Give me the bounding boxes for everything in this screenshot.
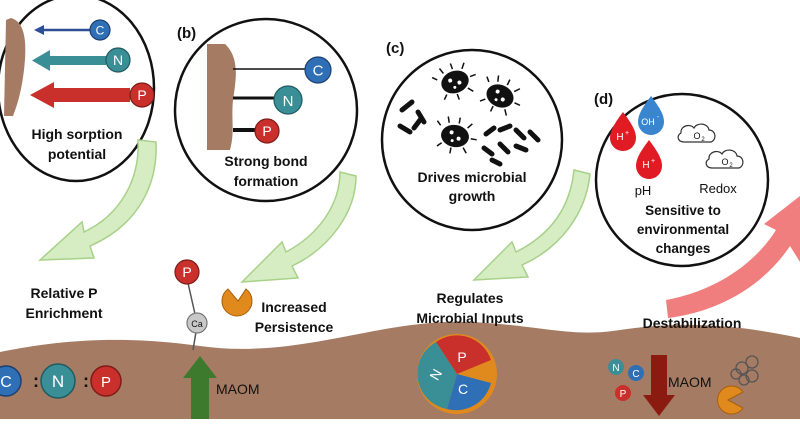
bacteria-rods-icon (397, 99, 541, 167)
calcium-label: Ca (191, 319, 203, 329)
carbon-atom (89, 19, 111, 41)
panel-c-caption-2: growth (449, 188, 496, 204)
panel-c-caption-1: Drives microbial (418, 169, 527, 185)
microbe-icon (431, 62, 476, 101)
maom-label-down: MAOM (668, 374, 712, 390)
h-ion-sup-2: + (651, 158, 655, 165)
oh-ion-label: OH (641, 117, 655, 127)
h-ion-drop-icon-2 (636, 140, 662, 179)
pie-c-label: C (458, 381, 468, 397)
panel-a: C N P High sorption potential (0, 0, 156, 183)
element-label-n-b: N (283, 93, 294, 110)
panel-b-caption-1: Strong bond (224, 153, 307, 169)
panel-d-caption-1: Sensitive to (645, 203, 721, 218)
ph-label: pH (635, 183, 652, 198)
panel-d: (d) H + OH - H + pH O 2 O 2 Redox Sensit… (594, 91, 770, 268)
green-arrow-b (240, 171, 357, 283)
oh-ion-sup: - (657, 114, 660, 121)
dissolving-cloud-icon (730, 355, 759, 386)
h-ion-label: H (616, 132, 623, 143)
cnp-ratio: C : N : P (0, 363, 122, 399)
panel-b-letter: (b) (177, 25, 196, 42)
h-ion-sup: + (625, 130, 629, 137)
h-ion-drop-icon (610, 112, 636, 151)
element-label-p-b: P (262, 123, 271, 139)
destab-atoms: N C P (608, 359, 644, 401)
relative-p-label-2: Enrichment (25, 305, 102, 321)
maom-up-arrow (183, 356, 217, 419)
panel-d-letter: (d) (594, 91, 613, 108)
ratio-p: P (101, 374, 111, 391)
regulates-label-2: Microbial Inputs (416, 310, 524, 326)
o2-cloud-icon (677, 123, 716, 143)
o2-label: O (693, 131, 700, 141)
panel-a-caption-2: potential (48, 146, 106, 162)
microbial-pie: P C N (417, 334, 497, 414)
h-ion-label-2: H (642, 160, 649, 171)
persistence-molecule: P Ca (174, 259, 253, 351)
phosphorus-atom-b (254, 118, 280, 144)
destab-c: C (632, 369, 639, 380)
o2-sub-2: 2 (729, 163, 733, 169)
carbon-atom-b (304, 56, 332, 84)
pink-arrow (666, 196, 800, 318)
redox-label: Redox (699, 181, 737, 196)
nitrogen-atom-b (273, 85, 303, 115)
increased-label-2: Persistence (255, 319, 334, 335)
maom-label-up: MAOM (216, 381, 260, 397)
o2-sub: 2 (701, 137, 705, 143)
increased-label-1: Increased (261, 299, 326, 315)
panel-c: (c) (380, 40, 564, 232)
panel-b: (b) C N P Strong bond formation (173, 17, 359, 203)
soil-layer (0, 321, 800, 419)
destab-n: N (612, 363, 619, 374)
ratio-c: C (0, 374, 12, 391)
panel-d-caption-2: environmental (637, 222, 729, 237)
panel-d-caption-3: changes (656, 241, 711, 256)
relative-p-label-1: Relative P (31, 285, 98, 301)
panel-a-caption-1: High sorption (32, 126, 123, 142)
destab-p: P (620, 389, 627, 400)
destabilization-label: Destabilization (643, 315, 742, 331)
panel-d-circle (594, 92, 770, 268)
element-label-c: C (96, 24, 105, 38)
maom-down-arrow (643, 355, 675, 416)
ratio-n: N (52, 372, 64, 391)
element-label-p: P (137, 87, 146, 103)
persistence-p-label: P (182, 264, 191, 280)
ratio-sep-2: : (83, 371, 89, 391)
regulates-label-1: Regulates (437, 290, 504, 306)
mineral-surface-b (207, 44, 236, 150)
microbe-icon (479, 75, 521, 116)
phosphorus-atom (129, 82, 155, 108)
pie-p-label: P (457, 349, 466, 365)
panel-b-caption-2: formation (234, 173, 299, 189)
green-arrow-c (472, 169, 591, 281)
orange-pacman-icon-2 (717, 385, 744, 415)
element-label-c-b: C (313, 63, 324, 80)
o2-label-2: O (721, 157, 728, 167)
element-label-n: N (113, 52, 123, 68)
mineral-surface-a (4, 18, 26, 116)
orange-pacman-icon (221, 288, 253, 317)
microbe-icon (436, 116, 477, 154)
panel-c-circle (380, 48, 564, 232)
panel-c-letter: (c) (386, 40, 404, 57)
nitrogen-atom (105, 47, 131, 73)
ratio-sep-1: : (33, 371, 39, 391)
o2-cloud-icon-2 (705, 149, 744, 169)
oh-ion-drop-icon (638, 96, 664, 135)
green-arrow-a (37, 139, 157, 261)
